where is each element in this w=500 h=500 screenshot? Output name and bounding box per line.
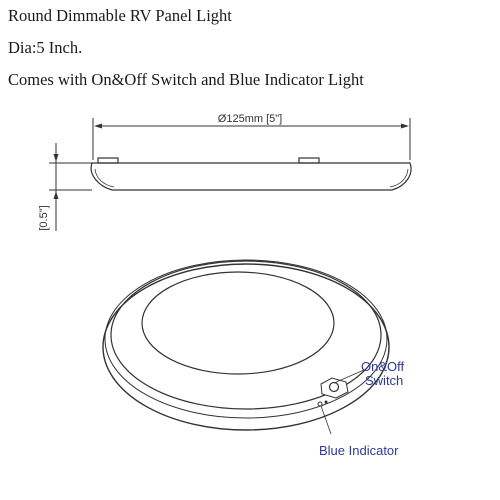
features-line: Comes with On&Off Switch and Blue Indica… [8, 70, 364, 89]
width-dimension [92, 118, 411, 160]
diameter-line: Dia:5 Inch. [8, 38, 83, 57]
diameter-label: Ø125mm [5"] [218, 113, 282, 125]
indicator-label: Blue Indicator [319, 443, 399, 458]
leader-lines [320, 369, 365, 435]
side-profile [90, 157, 412, 191]
height-dimension [49, 143, 92, 231]
blue-indicator-light [317, 400, 328, 407]
switch-label-line2: Switch [365, 373, 403, 388]
front-view-panel [102, 259, 390, 431]
title-line: Round Dimmable RV Panel Light [8, 6, 232, 25]
height-label: [0.5"] [38, 205, 50, 230]
switch-label-line1: On&Off [361, 359, 405, 374]
on-off-switch [320, 377, 349, 399]
